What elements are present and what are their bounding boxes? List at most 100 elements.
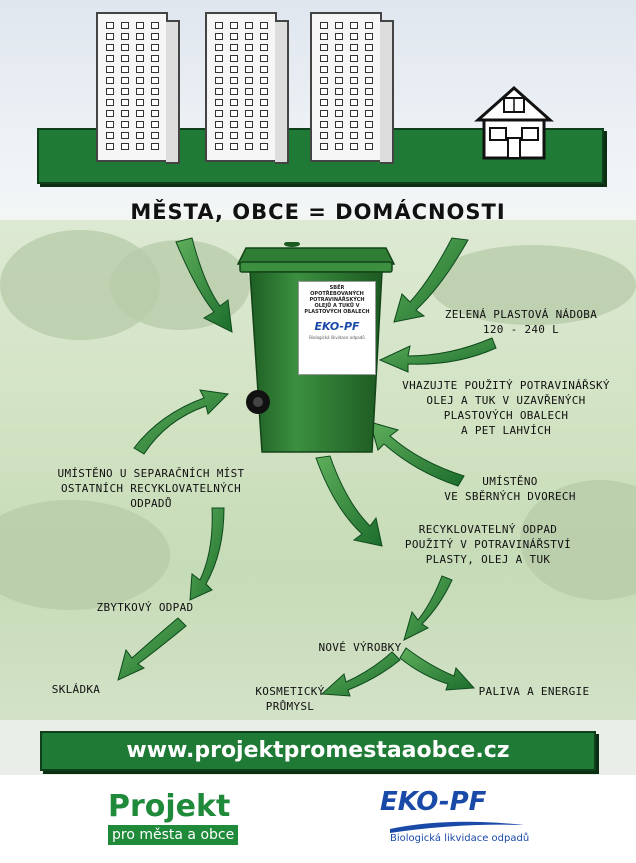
window-icon [350, 99, 358, 106]
window-icon [151, 121, 159, 128]
window-icon [320, 121, 328, 128]
arrow-left-up [133, 389, 230, 455]
website-url[interactable]: www.projektpromestaaobce.cz [40, 731, 596, 771]
window-icon [365, 88, 373, 95]
window-icon [215, 132, 223, 139]
main-title: MĚSTA, OBCE = DOMÁCNOSTI [130, 200, 506, 224]
window-icon [335, 143, 343, 150]
ekopf-logo: EKO-PF Biologická likvidace odpadů [380, 787, 540, 844]
window-icon [136, 143, 144, 150]
window-icon [335, 77, 343, 84]
window-icon [151, 110, 159, 117]
arrow-bin-recycle [315, 455, 383, 547]
arrow-fuels [399, 647, 476, 691]
window-icon [320, 132, 328, 139]
apartment-building-icon [96, 12, 180, 164]
window-icon [121, 143, 129, 150]
window-icon [136, 121, 144, 128]
window-icon [230, 132, 238, 139]
label-residual: ZBYTKOVÝ ODPAD [96, 601, 194, 614]
window-icon [151, 77, 159, 84]
window-icon [365, 121, 373, 128]
window-icon [365, 22, 373, 29]
footer-background [0, 775, 636, 863]
window-icon [320, 77, 328, 84]
projekt-logo: Projekt pro města a obce [108, 790, 248, 845]
window-icon [245, 55, 253, 62]
window-icon [121, 44, 129, 51]
window-icon [245, 121, 253, 128]
window-icon [350, 33, 358, 40]
window-icon [260, 121, 268, 128]
window-icon [320, 33, 328, 40]
tree-cluster [0, 500, 170, 610]
window-icon [151, 55, 159, 62]
window-icon [151, 88, 159, 95]
window-icon [365, 132, 373, 139]
window-icon [121, 99, 129, 106]
arrow-top-left [175, 237, 233, 333]
window-icon [230, 77, 238, 84]
window-icon [151, 22, 159, 29]
window-icon [215, 22, 223, 29]
tree-cluster [430, 245, 636, 325]
window-icon [365, 44, 373, 51]
window-icon [350, 66, 358, 73]
window-icon [260, 110, 268, 117]
window-icon [215, 44, 223, 51]
window-icon [136, 110, 144, 117]
window-icon [335, 88, 343, 95]
window-icon [121, 88, 129, 95]
window-icon [260, 66, 268, 73]
window-icon [245, 44, 253, 51]
apartment-building-icon [205, 12, 289, 164]
house-icon [474, 85, 554, 160]
window-icon [215, 66, 223, 73]
apartment-building-icon [310, 12, 394, 164]
window-icon [136, 33, 144, 40]
window-icon [350, 44, 358, 51]
window-icon [350, 77, 358, 84]
window-icon [320, 55, 328, 62]
window-icon [335, 132, 343, 139]
ekopf-logo-subtitle: Biologická likvidace odpadů [390, 833, 530, 844]
window-icon [350, 110, 358, 117]
window-icon [215, 99, 223, 106]
window-icon [215, 110, 223, 117]
window-icon [136, 77, 144, 84]
window-icon [245, 66, 253, 73]
projekt-logo-subtitle: pro města a obce [108, 825, 239, 845]
window-icon [106, 132, 114, 139]
arrow-yards [369, 421, 465, 487]
window-icon [365, 33, 373, 40]
window-icon [121, 110, 129, 117]
arrow-landfill [117, 617, 187, 681]
arrow-cosmetics [320, 651, 401, 697]
label-recycle: RECYKLOVATELNÝ ODPAD POUŽITÝ V POTRAVINÁ… [404, 523, 572, 566]
window-icon [320, 66, 328, 73]
window-icon [320, 88, 328, 95]
window-icon [215, 77, 223, 84]
window-icon [106, 66, 114, 73]
window-icon [350, 121, 358, 128]
window-icon [215, 33, 223, 40]
window-icon [335, 33, 343, 40]
window-icon [136, 66, 144, 73]
window-icon [230, 66, 238, 73]
window-icon [335, 121, 343, 128]
window-icon [320, 22, 328, 29]
label-bin: ZELENÁ PLASTOVÁ NÁDOBA 120 - 240 L [444, 308, 598, 336]
window-icon [260, 33, 268, 40]
window-icon [121, 121, 129, 128]
window-icon [230, 33, 238, 40]
sticker-subtitle: Biologická likvidace odpadů [309, 335, 365, 340]
window-icon [230, 44, 238, 51]
label-yards: UMÍSTĚNO VE SBĚRNÝCH DVORECH [444, 475, 576, 503]
window-icon [106, 99, 114, 106]
window-icon [121, 77, 129, 84]
window-icon [335, 55, 343, 62]
sticker-logo: EKO-PF [314, 320, 360, 333]
window-icon [245, 110, 253, 117]
window-icon [245, 22, 253, 29]
